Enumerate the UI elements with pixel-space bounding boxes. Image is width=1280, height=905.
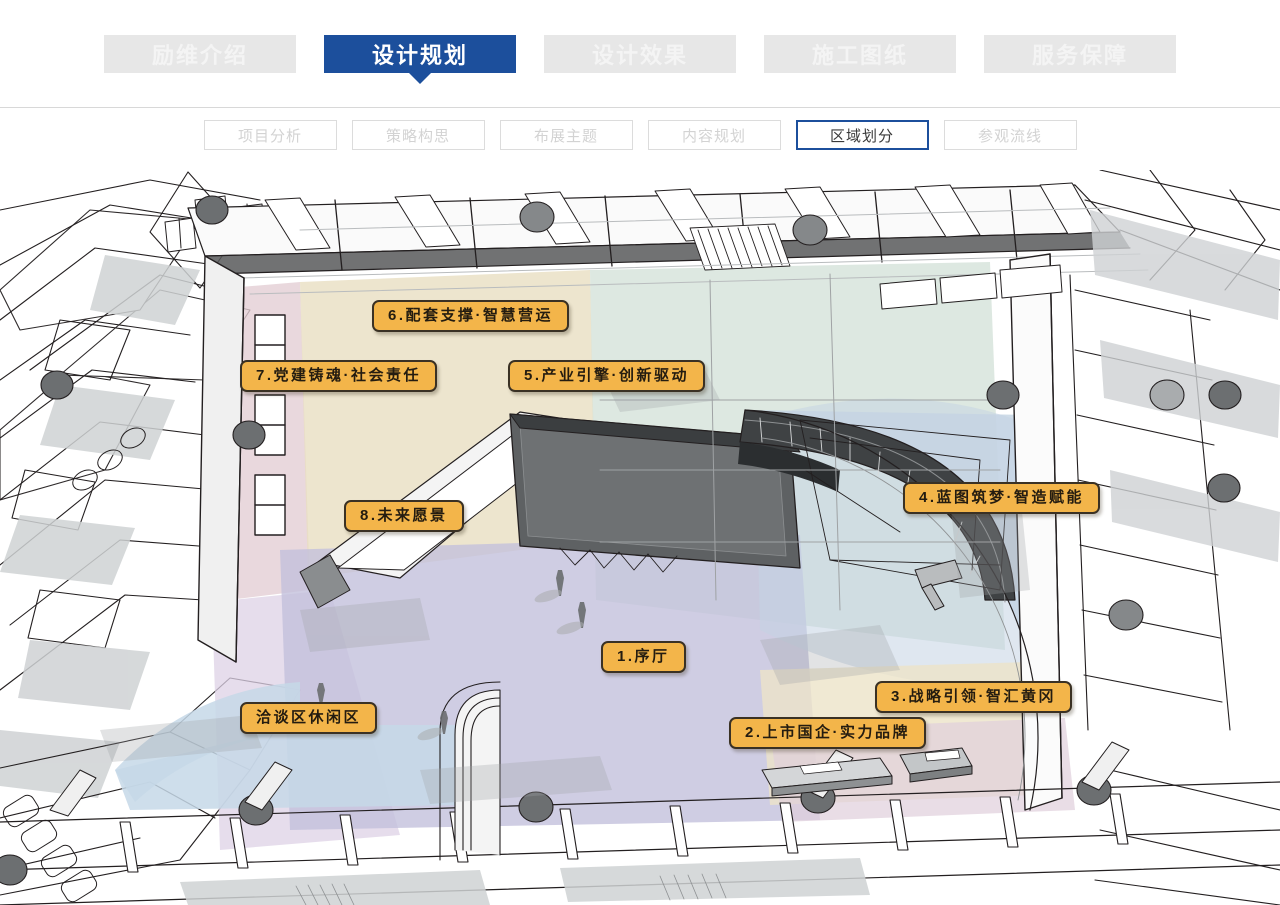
- right-shading: [1090, 210, 1280, 562]
- sub-tab-0[interactable]: 项目分析: [203, 120, 337, 150]
- sub-tab-label: 布展主题: [533, 127, 598, 145]
- main-tab-0[interactable]: 励维介绍: [104, 34, 296, 73]
- main-tab-2[interactable]: 设计效果: [544, 34, 736, 73]
- ceiling-rails: [239, 207, 1149, 295]
- upper-right-ceiling: [879, 264, 1063, 310]
- main-tab-label: 设计规划: [371, 42, 468, 68]
- floor-shadows: [100, 360, 1030, 804]
- ceiling-slats: [264, 182, 1101, 251]
- floorplan-illustration: [0, 170, 1280, 905]
- main-tab-4[interactable]: 服务保障: [984, 34, 1176, 73]
- main-tab-1[interactable]: 设计规划: [324, 34, 516, 73]
- sub-tab-label: 策略构思: [385, 127, 450, 145]
- zone-label-4[interactable]: 4.蓝图筑梦·智造赋能: [903, 482, 1101, 514]
- zone4-layout-lines: [799, 419, 1011, 591]
- cylinder-columns: [0, 195, 1242, 886]
- main-tab-3[interactable]: 施工图纸: [764, 34, 956, 73]
- zone-label-8[interactable]: 8.未来愿景: [344, 500, 464, 532]
- zone-arc-boundary-inner: [761, 437, 1026, 801]
- exhibit-model-structure: [299, 411, 801, 609]
- zone-fill-lounge: [115, 725, 470, 810]
- zone-label-3[interactable]: 3.战略引领·智汇黄冈: [875, 681, 1073, 713]
- main-tab-label: 服务保障: [1031, 42, 1128, 68]
- sub-tab-1[interactable]: 策略构思: [351, 120, 485, 150]
- zone-label-lounge[interactable]: 洽谈区休闲区: [240, 702, 378, 734]
- left-shading: [0, 255, 200, 798]
- main-navigation: 励维介绍 设计规划 设计效果 施工图纸 服务保障: [0, 0, 1280, 107]
- floor-panel-hatch: [295, 873, 727, 905]
- zone-label-1[interactable]: 1.序厅: [601, 641, 686, 673]
- zone-label-7[interactable]: 7.党建铸魂·社会责任: [240, 360, 438, 392]
- zone-label-6[interactable]: 6.配套支撑·智慧营运: [372, 300, 570, 332]
- sub-navigation: 项目分析 策略构思 布展主题 内容规划 区域划分 参观流线: [0, 119, 1280, 151]
- main-tab-label: 励维介绍: [151, 42, 248, 68]
- zone-label-2[interactable]: 2.上市国企·实力品牌: [729, 717, 927, 749]
- sub-tab-3[interactable]: 内容规划: [647, 120, 781, 150]
- zone-arc-boundary: [744, 409, 1039, 811]
- green-zone-grid: [599, 273, 1001, 611]
- main-tab-label: 设计效果: [591, 42, 688, 68]
- scale-figures: [317, 570, 586, 734]
- main-tab-label: 施工图纸: [811, 42, 908, 68]
- sub-tab-2[interactable]: 布展主题: [499, 120, 633, 150]
- zone-label-5[interactable]: 5.产业引擎·创新驱动: [508, 360, 706, 392]
- zone4-exhibit-stand: [914, 559, 963, 611]
- sub-tab-label: 项目分析: [237, 127, 302, 145]
- exhibit-tables: [761, 747, 973, 797]
- figure-shadows: [417, 589, 584, 741]
- sub-tab-label: 参观流线: [977, 127, 1042, 145]
- sub-tab-5[interactable]: 参观流线: [943, 120, 1077, 150]
- nav-divider: [0, 107, 1280, 108]
- ceiling-grille: [689, 223, 791, 271]
- zoning-diagram: 6.配套支撑·智慧营运 7.党建铸魂·社会责任 5.产业引擎·创新驱动 4.蓝图…: [0, 170, 1280, 905]
- floor-panel-shading: [180, 858, 870, 905]
- sub-tab-label: 区域划分: [829, 127, 894, 145]
- sub-tab-label: 内容规划: [681, 127, 746, 145]
- sub-tab-4[interactable]: 区域划分: [795, 120, 929, 150]
- ceiling-rods: [334, 189, 1018, 271]
- left-fixtures: [72, 427, 146, 491]
